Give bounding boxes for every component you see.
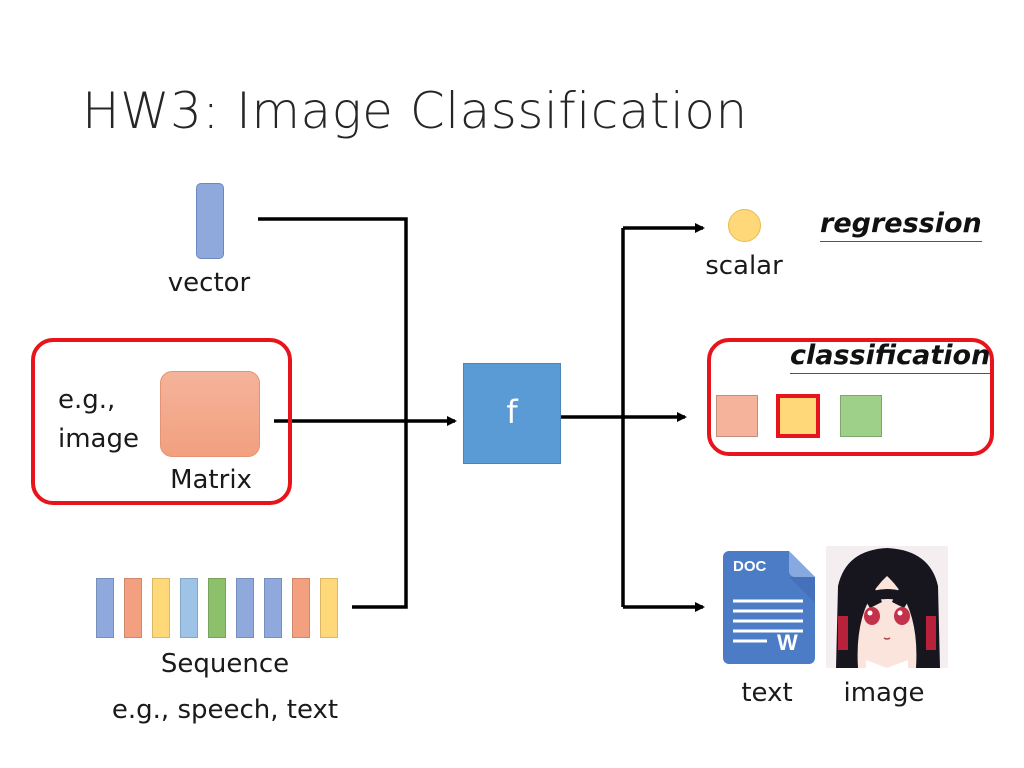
doc-file-icon: DOC W	[723, 551, 815, 664]
class-option	[840, 395, 882, 437]
class-option-selected	[776, 394, 820, 438]
matrix-label: Matrix	[170, 465, 252, 495]
classification-highlight	[707, 338, 994, 456]
matrix-example-line1: e.g.,	[58, 385, 116, 415]
anime-character-image	[826, 546, 948, 668]
doc-icon-text: DOC	[733, 558, 767, 575]
vector-label: vector	[167, 268, 251, 298]
matrix-example-line2: image	[58, 424, 139, 454]
scalar-label: scalar	[705, 251, 783, 281]
doc-icon-letter: W	[777, 630, 798, 655]
sequence-item	[320, 578, 338, 638]
matrix-shape	[160, 371, 260, 457]
text-output-label: text	[741, 678, 793, 708]
sequence-item	[152, 578, 170, 638]
image-input-highlight	[31, 338, 292, 505]
vector-shape	[196, 183, 224, 259]
scalar-shape	[728, 209, 761, 242]
sequence-item	[264, 578, 282, 638]
sequence-item	[292, 578, 310, 638]
regression-label: regression	[820, 208, 982, 242]
slide-title: HW3: Image Classification	[82, 82, 748, 140]
sequence-item	[208, 578, 226, 638]
class-option	[716, 395, 758, 437]
classification-label: classification	[790, 340, 991, 374]
sequence-item	[124, 578, 142, 638]
function-label: f	[506, 393, 518, 431]
function-box	[463, 363, 561, 464]
sequence-example: e.g., speech, text	[111, 695, 339, 725]
sequence-item	[96, 578, 114, 638]
image-output-label: image	[843, 678, 925, 708]
sequence-item	[236, 578, 254, 638]
sequence-label: Sequence	[160, 649, 290, 679]
sequence-item	[180, 578, 198, 638]
